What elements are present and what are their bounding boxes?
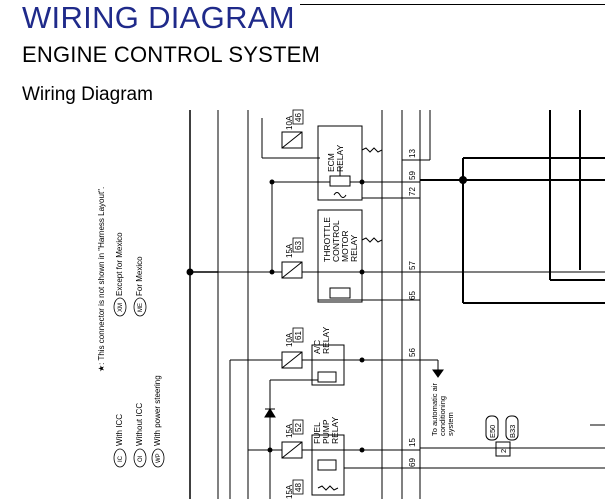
legend-me: ME For Mexico — [133, 256, 147, 317]
fuel-relay-label-3: RELAY — [330, 416, 340, 444]
fuse-3-num: 61 — [294, 331, 303, 340]
fuse-1-num: 46 — [294, 113, 303, 122]
throttle-relay-label-2: CONTROL — [331, 220, 341, 262]
terminal-59: 59 — [408, 171, 417, 180]
throttle-relay-label-3: MOTOR — [340, 231, 350, 262]
page-subtitle: ENGINE CONTROL SYSTEM — [22, 42, 320, 67]
terminal-65: 65 — [408, 291, 417, 300]
junction-dot — [186, 268, 194, 276]
terminal-69: 69 — [408, 458, 417, 467]
connector-pin: 2 — [499, 449, 508, 453]
ecm-relay-label-2: RELAY — [335, 144, 345, 172]
legend-code-me: ME — [138, 303, 144, 312]
annotation-line-3: system — [446, 412, 455, 436]
fuse-2-amp: 15A — [285, 243, 294, 258]
junction-dot — [459, 176, 467, 184]
legend-oi: OI Without ICC — [133, 403, 147, 468]
throttle-relay-label-1: THROTTLE — [322, 217, 332, 262]
terminal-13: 13 — [408, 149, 417, 158]
connector-b33: B33 — [508, 425, 517, 438]
legend-without-icc: Without ICC — [135, 403, 144, 446]
fuse-4-amp: 15A — [285, 423, 294, 438]
legend-code-oi: OI — [138, 455, 144, 462]
terminal-56: 56 — [408, 348, 417, 357]
terminal-72: 72 — [408, 187, 417, 196]
ac-relay-label-1: A/C — [312, 340, 322, 354]
legend-with-power-steering: With power steering — [153, 375, 162, 446]
fuse-5-num: 48 — [294, 483, 303, 492]
legend-wp: WP With power steering — [151, 375, 165, 468]
ecm-relay-label-1: ECM — [326, 153, 336, 172]
fuse-5-amp: 15A — [285, 484, 294, 499]
legend-code-wp: WP — [156, 453, 162, 463]
legend-code-ic: IC — [118, 455, 124, 462]
legend-ic: IC With ICC — [113, 414, 127, 468]
page-title: WIRING DIAGRAM — [22, 0, 295, 35]
title-rule — [300, 4, 605, 5]
legend-note: ★: This connector is not shown in "Harne… — [97, 187, 106, 372]
legend-code-xm: XM — [118, 303, 124, 312]
fuel-relay-label-1: FUEL — [312, 422, 322, 444]
section-title: Wiring Diagram — [22, 84, 153, 105]
throttle-relay-label-4: RELAY — [349, 234, 359, 262]
legend-for-mexico: For Mexico — [135, 256, 144, 296]
fuse-4-num: 52 — [294, 423, 303, 432]
connector-e50: E50 — [488, 425, 497, 438]
legend-xm: XM Except for Mexico — [113, 232, 127, 317]
fuel-relay-label-2: PUMP — [321, 419, 331, 444]
annotation-line-2: conditioning — [438, 396, 447, 436]
fuse-1-amp: 10A — [285, 115, 294, 130]
fuse-3-amp: 10A — [285, 332, 294, 347]
terminal-57: 57 — [408, 261, 417, 270]
ac-relay-label-2: RELAY — [321, 326, 331, 354]
legend-with-icc: With ICC — [115, 414, 124, 446]
fuse-2-num: 63 — [294, 241, 303, 250]
terminal-15: 15 — [408, 438, 417, 447]
annotation-line-1: To automatic air — [430, 383, 439, 436]
legend-except-mexico: Except for Mexico — [115, 232, 124, 296]
